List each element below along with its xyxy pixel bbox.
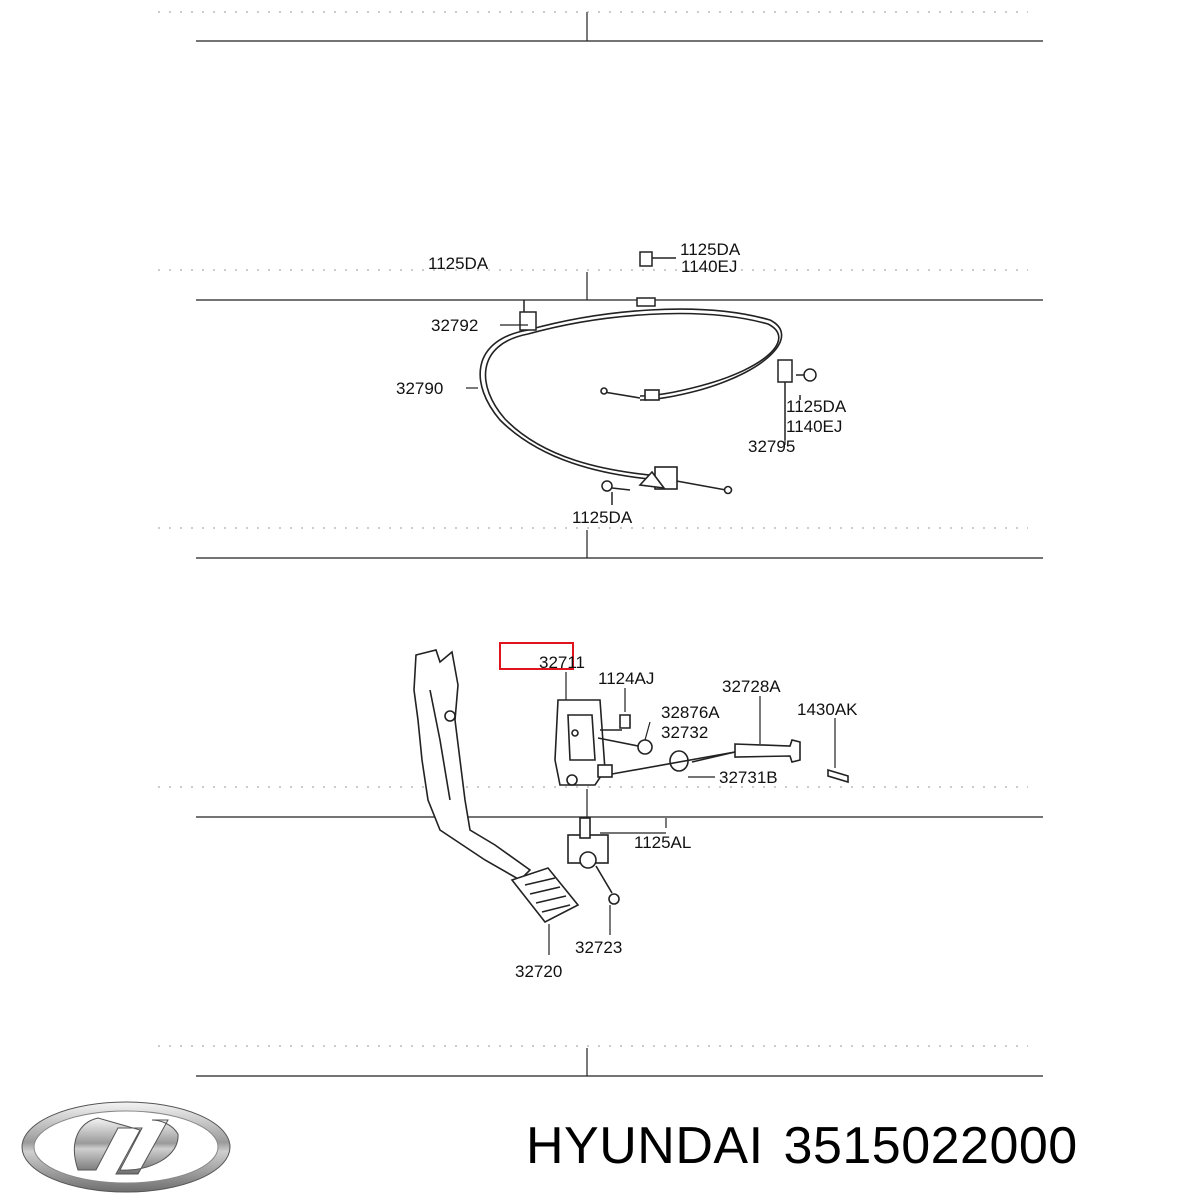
pedal-arm-32720 — [413, 649, 532, 881]
callout-32728a: 32728A — [722, 677, 781, 696]
leader-lines — [466, 324, 836, 955]
callout-1140ej: 1140EJ — [786, 417, 842, 436]
callout-32731b: 32731B — [719, 768, 778, 787]
clip-32792 — [519, 311, 537, 331]
accelerator-pedal-assembly — [413, 649, 849, 924]
callout-1125da: 1125DA — [786, 397, 847, 416]
sheet-frame-lines — [196, 12, 1043, 1077]
pin-32728a — [734, 739, 801, 763]
callout-1125al: 1125AL — [634, 833, 691, 852]
callout-32795: 32795 — [748, 437, 795, 456]
callout-1124aj: 1124AJ — [598, 669, 654, 688]
accelerator-cable-assembly — [479, 308, 783, 495]
cotter-pin-1430ak — [827, 768, 849, 784]
highlight-box — [499, 642, 574, 670]
callout-32720: 32720 — [515, 962, 562, 981]
callout-32711: 32711 — [539, 653, 585, 672]
pedal-pad — [510, 867, 580, 924]
brand-part-number-caption: HYUNDAI 3515022000 — [526, 1106, 1098, 1186]
callout-32723: 32723 — [575, 938, 622, 957]
callout-1140ej: 1140EJ — [681, 257, 737, 276]
bolt-1124aj — [619, 714, 631, 729]
callout-32792: 32792 — [431, 316, 478, 335]
hyundai-logo-icon — [21, 1101, 231, 1193]
callout-1125da: 1125DA — [572, 508, 633, 527]
callout-labels: 1125DA 1125DA 1140EJ 32792 32790 1125DA … — [396, 240, 858, 981]
dotted-scan-lines — [158, 11, 1028, 1047]
bracket-32795 — [777, 359, 793, 383]
callout-32790: 32790 — [396, 379, 443, 398]
bolt-bottom — [601, 480, 613, 492]
callout-1430ak: 1430AK — [797, 700, 858, 719]
callout-32876a: 32876A — [661, 703, 720, 722]
callout-1125da: 1125DA — [680, 240, 741, 259]
cable-clips-and-bolts — [519, 251, 817, 505]
bolt-top-right — [639, 251, 653, 267]
brand-name: HYUNDAI — [526, 1117, 764, 1175]
cable-32790 — [479, 329, 661, 481]
part-number: 3515022000 — [783, 1117, 1078, 1175]
callout-32732: 32732 — [661, 723, 708, 742]
callout-1125da: 1125DA — [428, 254, 489, 273]
bushing-32732 — [637, 739, 653, 755]
